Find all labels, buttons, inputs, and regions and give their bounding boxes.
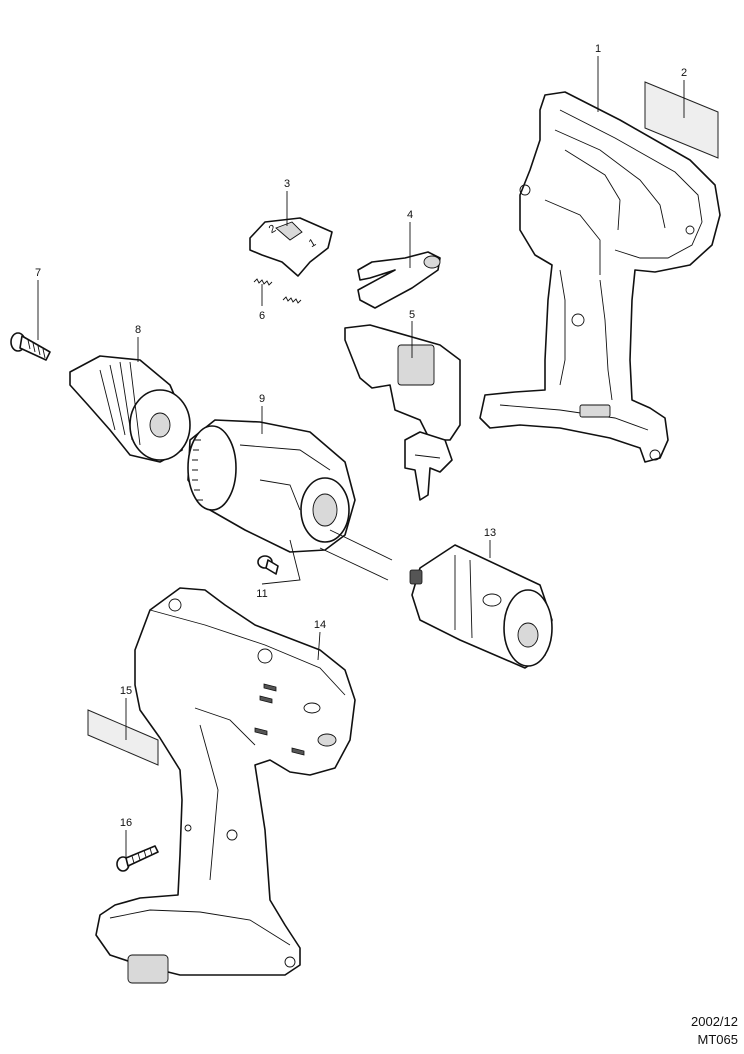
callout-15: 15 <box>120 685 132 697</box>
callout-7: 7 <box>35 267 41 279</box>
callout-9: 9 <box>259 393 265 405</box>
chuck-marking-2: 2 <box>267 223 278 236</box>
callout-8: 8 <box>135 324 141 336</box>
callout-14: 14 <box>314 619 326 631</box>
callout-5: 5 <box>409 309 415 321</box>
part-8-keyless-chuck <box>69 355 191 463</box>
part-3-switch-cover: 2 1 <box>249 217 333 277</box>
part-7-screw <box>10 332 51 361</box>
part-9-gear-assembly <box>187 419 356 553</box>
diagram-date: 2002/12 <box>691 1014 738 1029</box>
callout-13: 13 <box>484 527 496 539</box>
part-2-label-plate <box>644 81 719 159</box>
part-15-label <box>87 709 159 766</box>
diagram-model-code: MT065 <box>697 1032 738 1047</box>
callout-2: 2 <box>681 67 687 79</box>
callout-6: 6 <box>259 310 265 322</box>
callout-11: 11 <box>256 588 267 600</box>
part-5-switch <box>344 324 461 501</box>
callout-1: 1 <box>595 43 601 55</box>
part-13-motor <box>409 544 553 669</box>
callout-16: 16 <box>120 817 132 829</box>
callout-4: 4 <box>407 209 413 221</box>
assembly-line-top <box>329 529 393 561</box>
part-14-housing-left <box>95 587 356 984</box>
part-4-lever <box>357 251 441 309</box>
callout-3: 3 <box>284 178 290 190</box>
part-6-springs <box>253 278 302 304</box>
part-16-screw <box>116 845 159 872</box>
part-11-screw <box>257 555 279 575</box>
assembly-line-bottom <box>319 547 389 581</box>
part-1-housing-right <box>479 91 721 463</box>
chuck-marking-1: 1 <box>307 237 318 250</box>
